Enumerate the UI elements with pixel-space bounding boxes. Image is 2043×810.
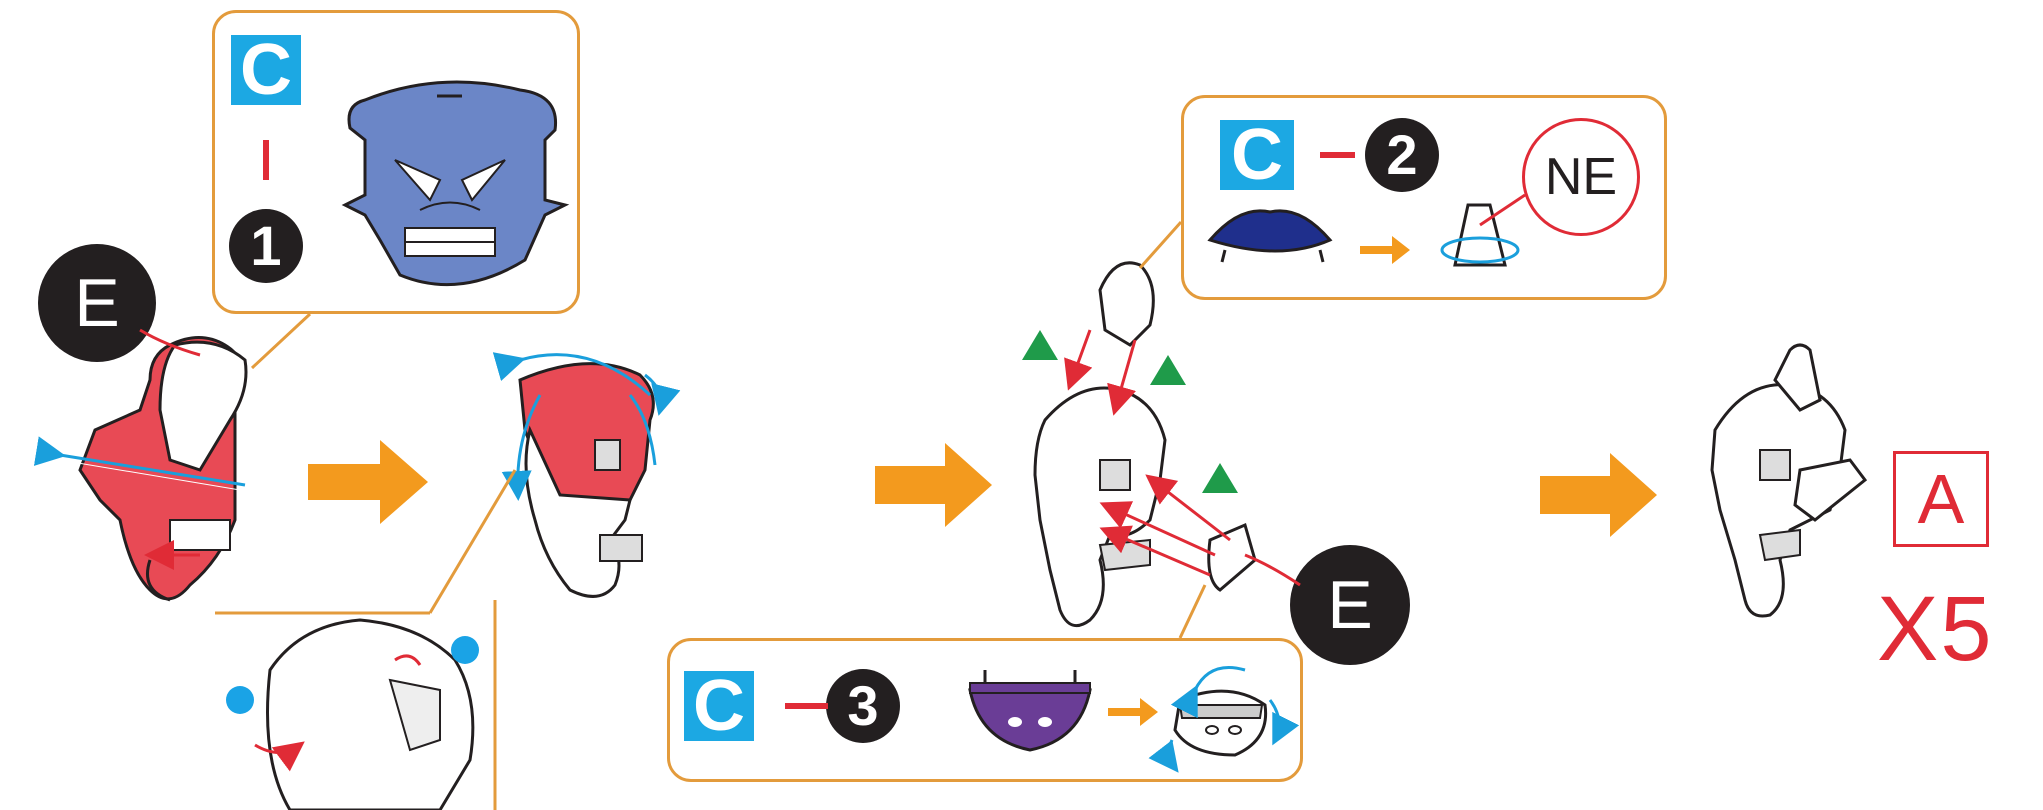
step-arrow-2	[875, 443, 992, 527]
leader-line	[1138, 221, 1183, 269]
step2-callout: C 2 NE	[1181, 95, 1667, 300]
part-number-badge: 1	[229, 209, 303, 283]
part-label-e-right: E	[1290, 545, 1410, 665]
blue-face-mask-part-icon	[341, 80, 570, 287]
part-number-badge: 3	[826, 669, 900, 743]
ne-check-circle: NE	[1522, 118, 1640, 236]
zoom-detail	[215, 469, 517, 810]
step-arrow-1	[308, 440, 428, 524]
part-number-badge: 2	[1365, 118, 1439, 192]
final-model	[1710, 343, 1868, 618]
white-cone-icon	[1440, 193, 1526, 267]
purple-snout-part-icon	[968, 670, 1092, 752]
e-pointer	[139, 328, 201, 357]
second-model-red	[492, 352, 681, 598]
green-triangle-marker	[1022, 330, 1058, 360]
green-triangle-marker	[1202, 463, 1238, 493]
leader-line	[250, 312, 312, 370]
sheet-badge-c: C	[684, 670, 754, 742]
part-label-e-left: E	[38, 244, 156, 362]
result-part-label: A	[1893, 451, 1989, 547]
step-arrow-3	[1540, 453, 1657, 537]
navy-cone-part-icon	[1207, 209, 1333, 263]
third-model-white	[1022, 261, 1257, 628]
e-pointer	[1244, 553, 1301, 587]
mini-arrow	[1108, 698, 1158, 726]
left-model-red	[33, 336, 248, 602]
sheet-badge-c: C	[231, 34, 301, 106]
mini-arrow	[1360, 236, 1410, 264]
green-triangle-marker	[1150, 355, 1186, 385]
leader-line	[1178, 584, 1207, 639]
white-snout-icon	[1148, 666, 1300, 773]
quantity-label: X5	[1877, 578, 1994, 680]
step3-callout: C 3	[667, 638, 1303, 782]
sheet-badge-c: C	[1220, 119, 1294, 191]
